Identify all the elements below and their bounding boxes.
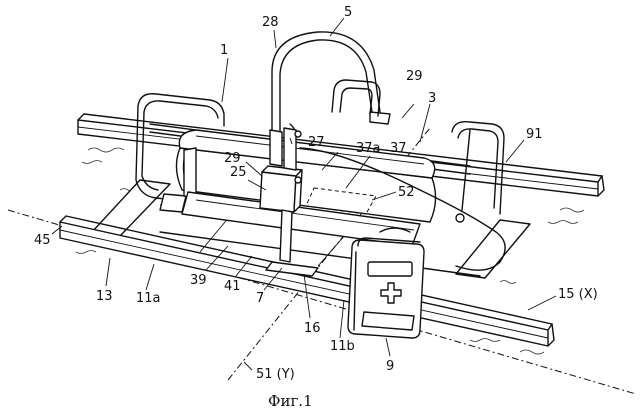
label-28: 28 <box>262 15 279 30</box>
label-27: 27 <box>308 135 325 150</box>
label-9: 9 <box>386 359 394 374</box>
control-unit[interactable] <box>348 238 424 338</box>
label-11b: 11b <box>330 339 355 354</box>
label-45: 45 <box>34 233 51 248</box>
label-3: 3 <box>428 91 436 106</box>
label-39: 39 <box>190 273 207 288</box>
upright-frame <box>332 80 380 116</box>
label-51: 51 (Y) <box>256 367 295 382</box>
label-52: 52 <box>398 185 415 200</box>
label-25: 25 <box>230 165 247 180</box>
label-5: 5 <box>344 5 352 20</box>
label-13: 13 <box>96 289 113 304</box>
label-15: 15 (X) <box>558 287 598 302</box>
label-29b: 29 <box>224 151 241 166</box>
label-37: 37 <box>390 141 407 156</box>
figure-caption: Фиг.1 <box>268 392 313 410</box>
label-16: 16 <box>304 321 321 336</box>
label-41: 41 <box>224 279 241 294</box>
label-91: 91 <box>526 127 543 142</box>
label-7: 7 <box>256 291 264 306</box>
label-37a: 37a <box>356 141 381 156</box>
label-1: 1 <box>220 43 228 58</box>
label-29a: 29 <box>406 69 423 84</box>
label-11a: 11a <box>136 291 161 306</box>
